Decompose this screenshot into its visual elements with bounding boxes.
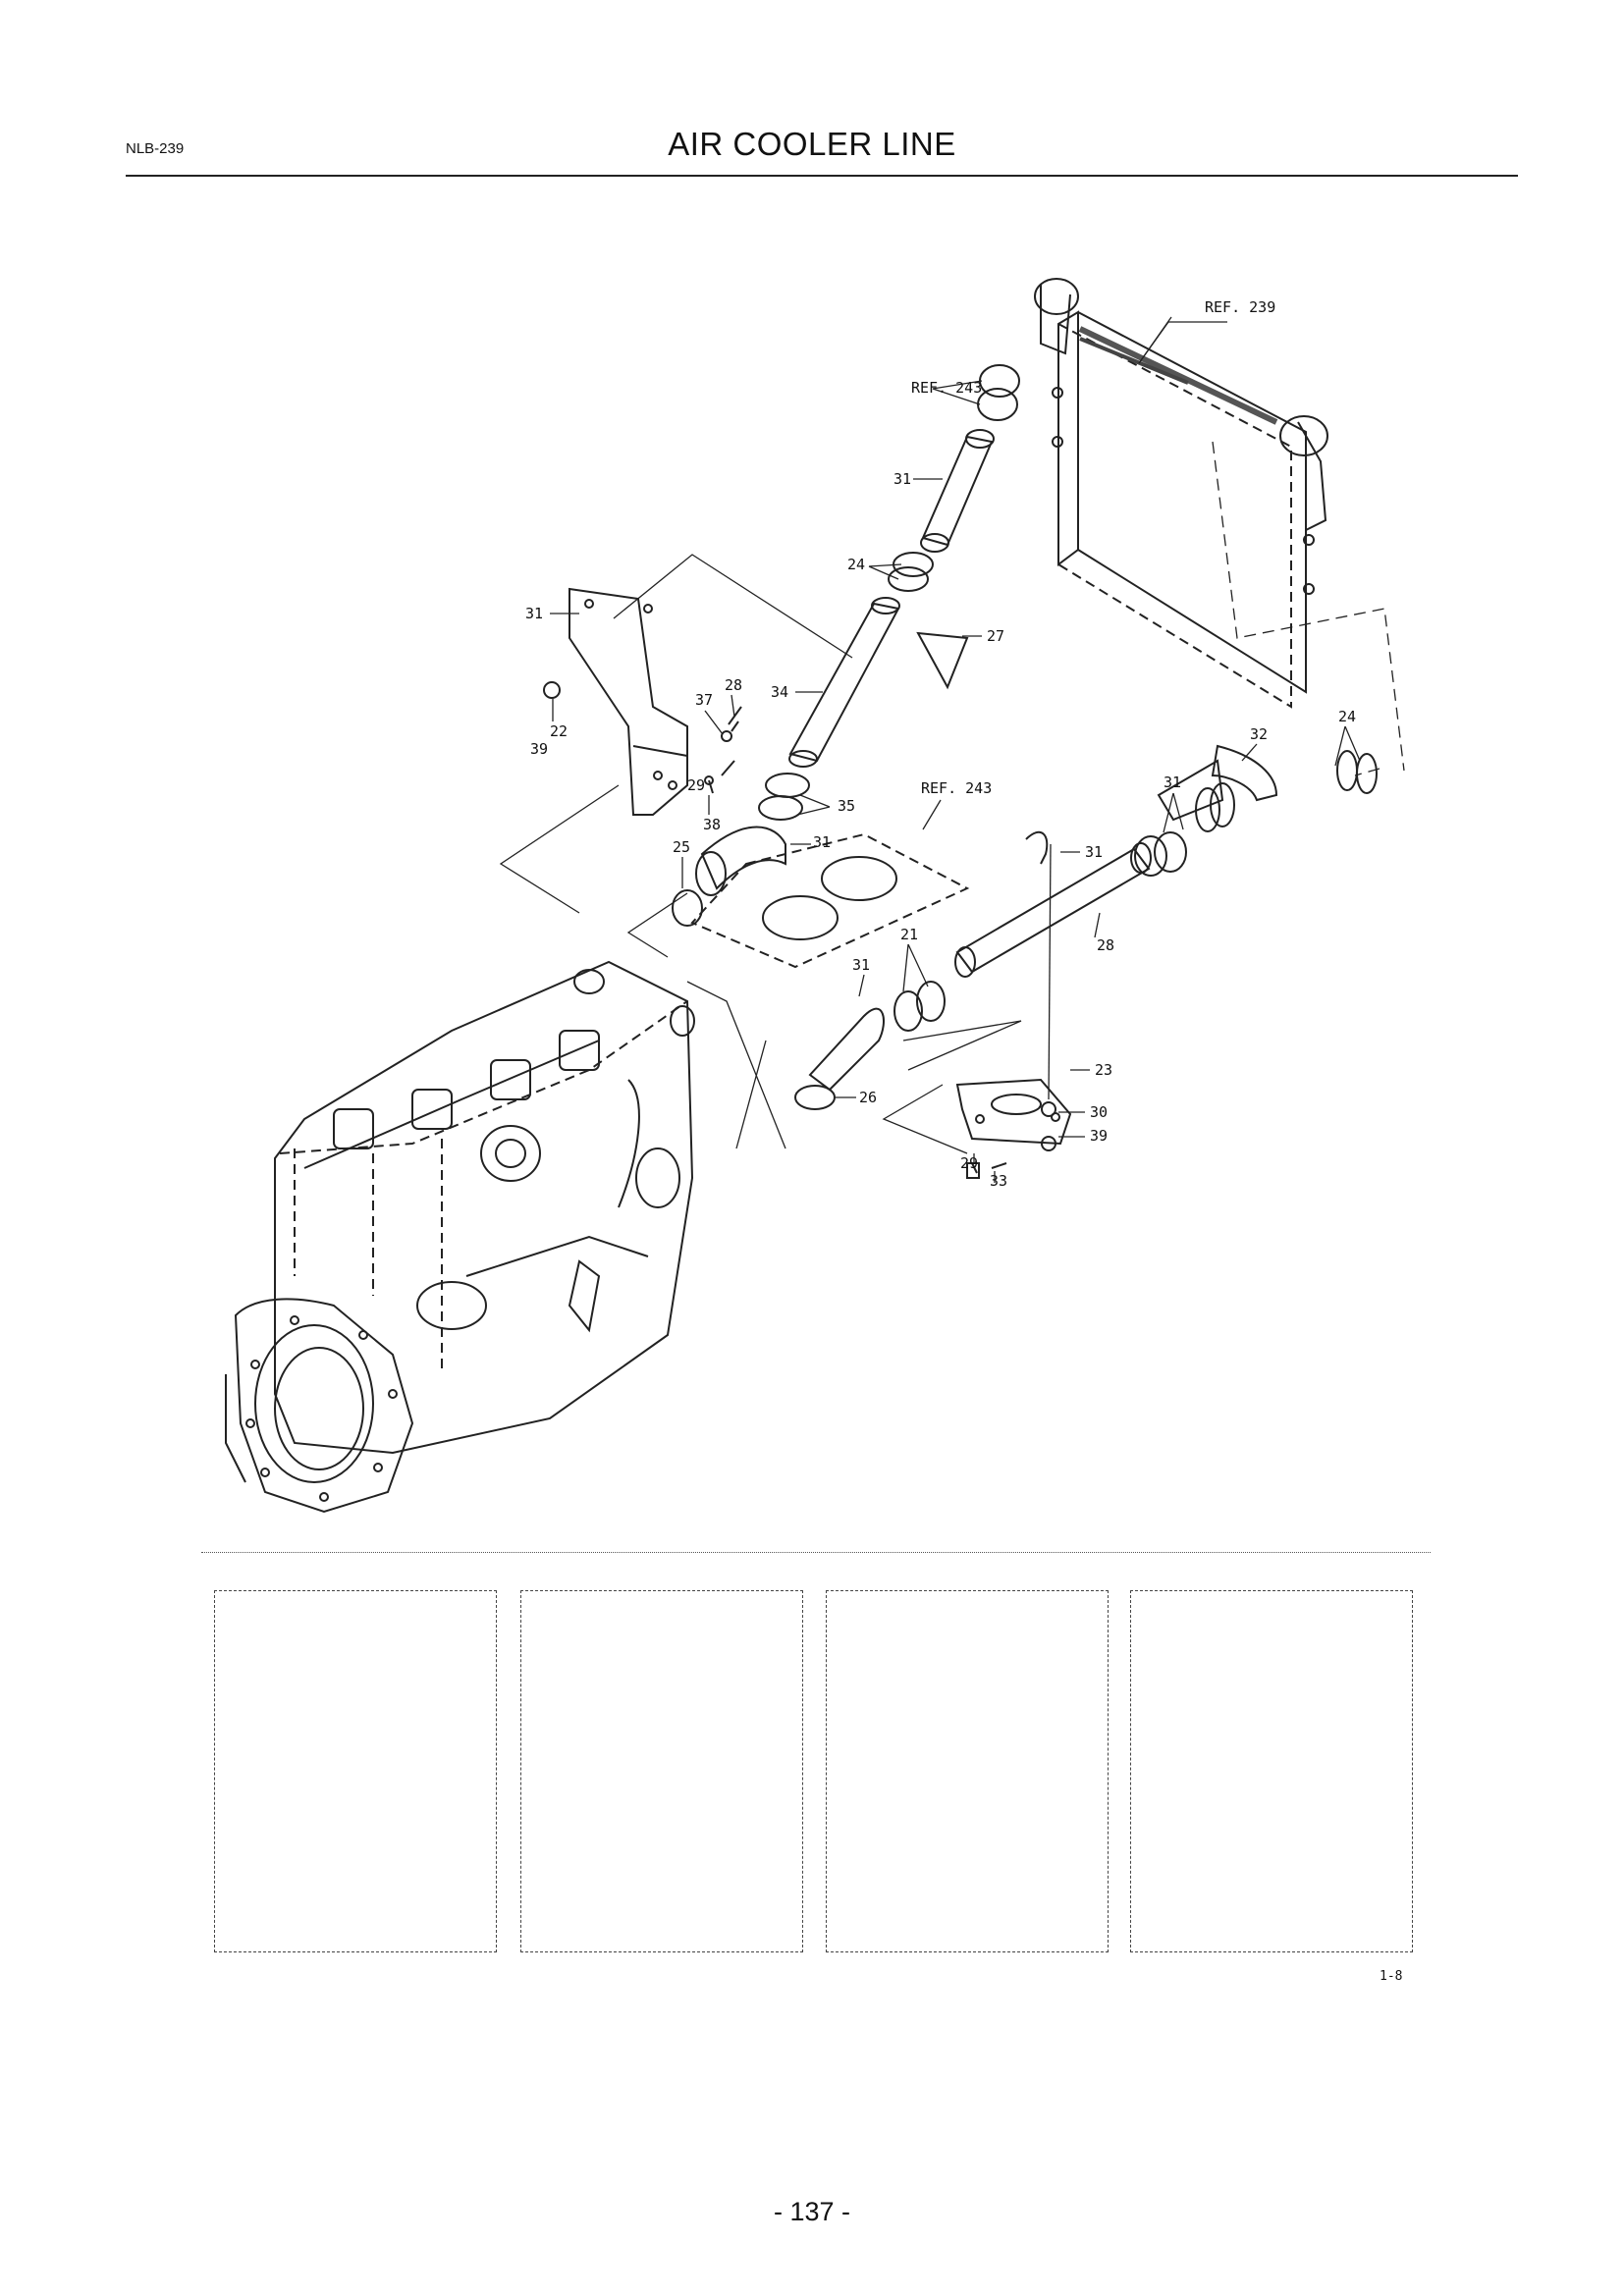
page-number: - 137 - <box>773 2197 851 2226</box>
notes-box-2 <box>520 1590 803 1952</box>
callout-29: 39 <box>530 740 548 758</box>
callout-25: 31 <box>813 833 831 851</box>
callout-22: 34 <box>771 683 788 701</box>
hose-24-lower <box>1134 744 1378 877</box>
callout-28: 31 <box>1085 843 1103 861</box>
callout-29: 39 <box>1090 1127 1108 1145</box>
callout-ref-239: REF. 239 <box>1205 298 1275 316</box>
callout-33: 29 <box>960 1154 978 1172</box>
callout-27: 31 <box>525 605 543 622</box>
callout-30: 26 <box>859 1089 877 1106</box>
gasket-plate <box>690 832 970 969</box>
bracket-26 <box>955 1078 1072 1179</box>
pipe-22 <box>788 597 969 768</box>
callout-21: 28 <box>1097 936 1114 954</box>
hose-25 <box>672 773 810 927</box>
callout-38: 29 <box>687 776 705 794</box>
notes-box-3 <box>826 1590 1109 1952</box>
callout-26: 23 <box>1095 1061 1112 1079</box>
bracket-27 <box>543 587 688 816</box>
callout-24: 32 <box>1250 725 1268 743</box>
callout-32: 25 <box>673 838 690 856</box>
callout-39: 22 <box>550 722 568 740</box>
callout-31: 24 <box>847 556 865 573</box>
page-title: AIR COOLER LINE <box>668 126 956 162</box>
pipe-21 <box>954 830 1152 978</box>
figure-code: 1-8 <box>1380 1969 1403 1984</box>
callout-34: 37 <box>695 691 713 709</box>
engine-assembly <box>225 960 695 1514</box>
callout-ref-243-label: REF. 243 <box>921 779 992 797</box>
callout-31: 21 <box>900 926 918 943</box>
title-rule <box>126 175 1518 177</box>
callout-39: 30 <box>1090 1103 1108 1121</box>
callout-28: 27 <box>987 627 1004 645</box>
callout-31: 24 <box>1338 708 1356 725</box>
section-separator <box>201 1552 1431 1553</box>
callout-37: 28 <box>725 676 742 694</box>
notes-box-1 <box>214 1590 497 1952</box>
document-code: NLB-239 <box>126 140 185 157</box>
notes-box-4 <box>1130 1590 1413 1952</box>
callout-labels: REF. 239 REF. 243 31 24 31 27 28 37 34 2… <box>525 298 1356 1190</box>
callout-31: 31 <box>1164 774 1181 791</box>
callout-31: 35 <box>838 797 855 815</box>
air-cooler-core <box>1034 278 1328 709</box>
parts-diagram: REF. 239 REF. 243 31 24 31 27 28 37 34 2… <box>225 278 1405 1514</box>
callout-35: 38 <box>703 816 721 833</box>
callout-24: 31 <box>893 470 911 488</box>
callout-36: 33 <box>990 1172 1007 1190</box>
bolts <box>704 706 742 794</box>
callout-23: 31 <box>852 956 870 974</box>
